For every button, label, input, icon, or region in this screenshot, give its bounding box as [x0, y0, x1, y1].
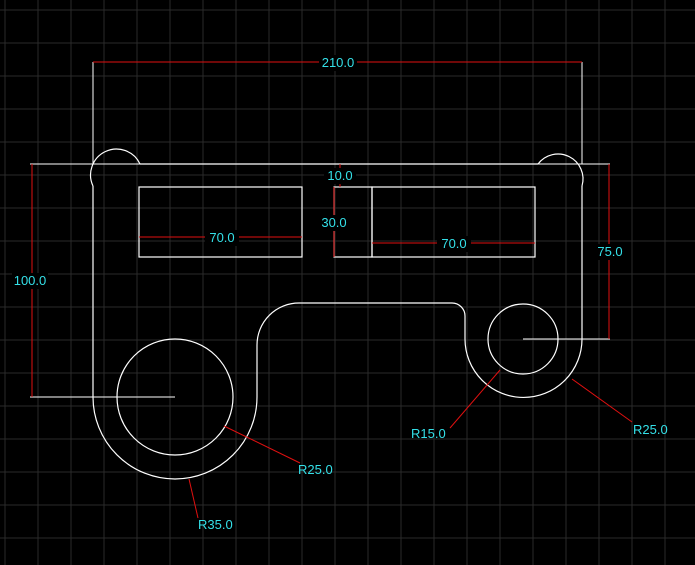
dim-text-slot-height: 30.0 — [321, 215, 346, 230]
dim-text-left-slot: 70.0 — [209, 230, 234, 245]
dim-text-overall-height: 100.0 — [14, 273, 47, 288]
notch-right-fillet — [451, 302, 466, 317]
leader-right-hole — [449, 369, 501, 429]
top-left-fillet — [89, 148, 141, 187]
leader-left-arc — [188, 478, 199, 519]
left-hole — [116, 338, 234, 456]
right-hole — [487, 303, 559, 375]
dimension-texts: 210.0 100.0 75.0 70.0 70.0 10.0 30.0 R25… — [12, 55, 668, 532]
leader-left-hole — [223, 425, 301, 464]
right-slot — [371, 186, 536, 258]
leader-right-arc — [571, 378, 633, 423]
left-outer-arc — [92, 396, 258, 480]
dim-text-right-height: 75.0 — [597, 244, 622, 259]
notch-fillet — [256, 302, 300, 346]
right-outer-arc — [464, 338, 583, 399]
dim-text-overall-width: 210.0 — [322, 55, 355, 70]
dim-text-left-arc-radius: R35.0 — [198, 517, 233, 532]
dim-text-gap: 10.0 — [327, 168, 352, 183]
part-outline — [89, 148, 584, 480]
dim-text-right-hole-radius: R15.0 — [411, 426, 446, 441]
dim-text-right-arc-radius: R25.0 — [633, 422, 668, 437]
dim-text-right-slot: 70.0 — [441, 236, 466, 251]
extension-lines — [30, 62, 610, 398]
left-slot — [138, 186, 303, 258]
top-right-fillet — [537, 153, 584, 187]
dim-text-left-hole-radius: R25.0 — [298, 462, 333, 477]
